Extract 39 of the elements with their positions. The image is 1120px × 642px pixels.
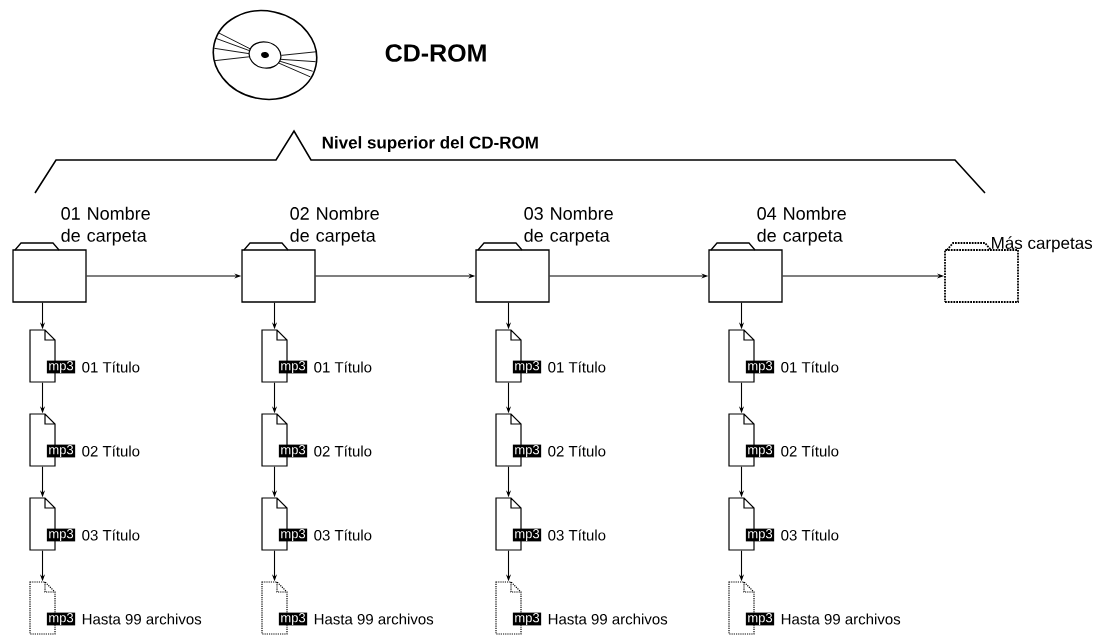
file-type-badge: mp3 [278,444,308,458]
file-type-badge: mp3 [512,444,542,458]
file-type-badge: mp3 [278,360,308,374]
file-type-badge: mp3 [46,360,76,374]
file-label: 03 Título [314,529,372,541]
folder-label: 03 Nombre de carpeta [524,206,613,246]
file-type-badge: mp3 [46,612,76,626]
file-type-badge: mp3 [278,528,308,542]
file-label: Hasta 99 archivos [781,613,901,625]
file-type-badge: mp3 [512,528,542,542]
folder-label: Más carpetas [992,236,1093,253]
disc-title: CD-ROM [385,44,486,62]
file-label: 01 Título [548,361,606,373]
folder-label: 04 Nombre de carpeta [757,206,846,246]
file-label: 01 Título [781,361,839,373]
folder-label: 02 Nombre de carpeta [290,206,379,246]
file-type-badge: mp3 [46,528,76,542]
file-label: 03 Título [548,529,606,541]
file-label: 03 Título [781,529,839,541]
file-label: 02 Título [781,445,839,457]
file-type-badge: mp3 [745,444,775,458]
file-label: 02 Título [548,445,606,457]
file-label: Hasta 99 archivos [82,613,202,625]
file-label: Hasta 99 archivos [314,613,434,625]
file-type-badge: mp3 [512,360,542,374]
file-type-badge: mp3 [745,612,775,626]
file-type-badge: mp3 [512,612,542,626]
file-label: 01 Título [314,361,372,373]
file-type-badge: mp3 [745,528,775,542]
folder-label: 01 Nombre de carpeta [61,206,150,246]
file-label: 01 Título [82,361,140,373]
file-type-badge: mp3 [745,360,775,374]
file-label: 02 Título [314,445,372,457]
file-type-badge: mp3 [46,444,76,458]
file-label: 02 Título [82,445,140,457]
bracket-label: Nivel superior del CD-ROM [322,136,538,152]
file-label: 03 Título [82,529,140,541]
file-type-badge: mp3 [278,612,308,626]
file-label: Hasta 99 archivos [548,613,668,625]
